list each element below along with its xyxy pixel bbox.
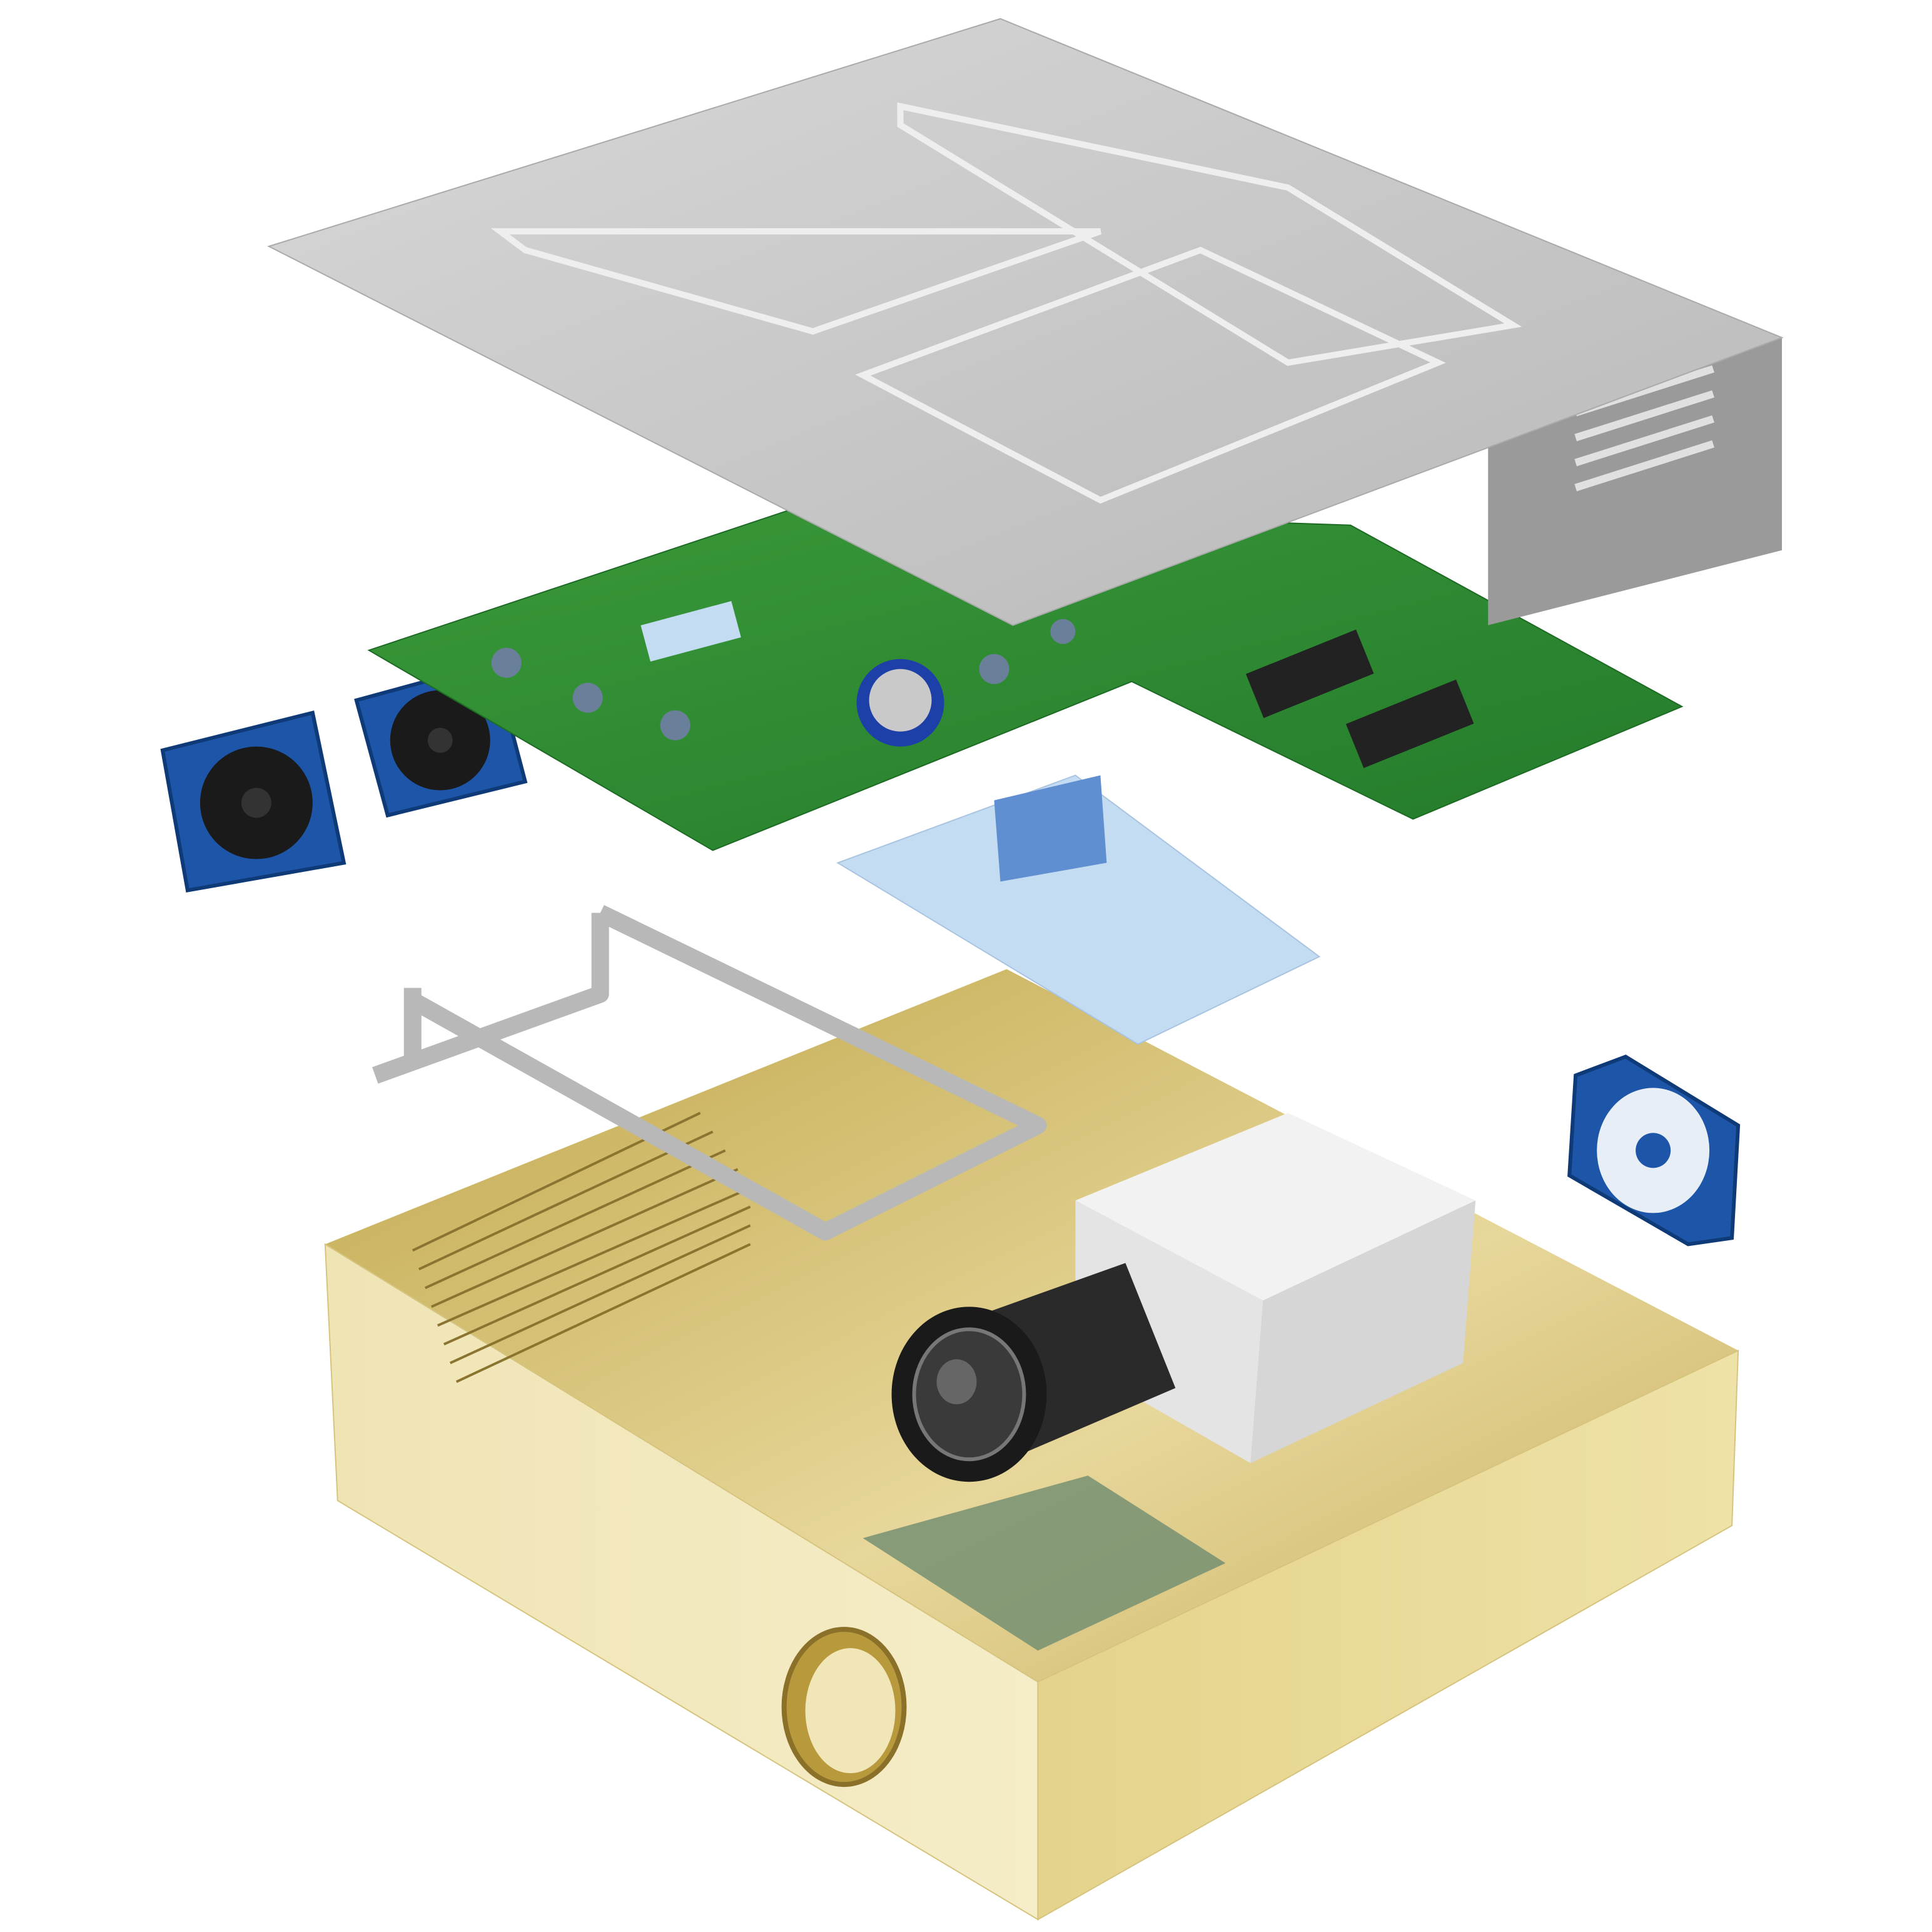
fan-left-1 <box>160 710 346 893</box>
main-pcb <box>367 505 1684 851</box>
internal-board <box>862 1475 1226 1651</box>
fan-right <box>1567 1055 1741 1247</box>
shield-plate <box>836 774 1321 1045</box>
top-lid <box>267 18 1784 626</box>
chip <box>1345 679 1474 769</box>
chip <box>1245 629 1374 719</box>
enclosure-right-face <box>1037 1349 1739 1921</box>
heatsink-fins <box>412 1111 751 1383</box>
shield-connector <box>994 775 1107 882</box>
metal-bracket <box>372 904 1047 1241</box>
lid-ribs <box>490 102 1522 504</box>
projection-lens <box>891 1263 1176 1482</box>
capacitors <box>491 619 1076 741</box>
heat-pad <box>640 601 741 662</box>
